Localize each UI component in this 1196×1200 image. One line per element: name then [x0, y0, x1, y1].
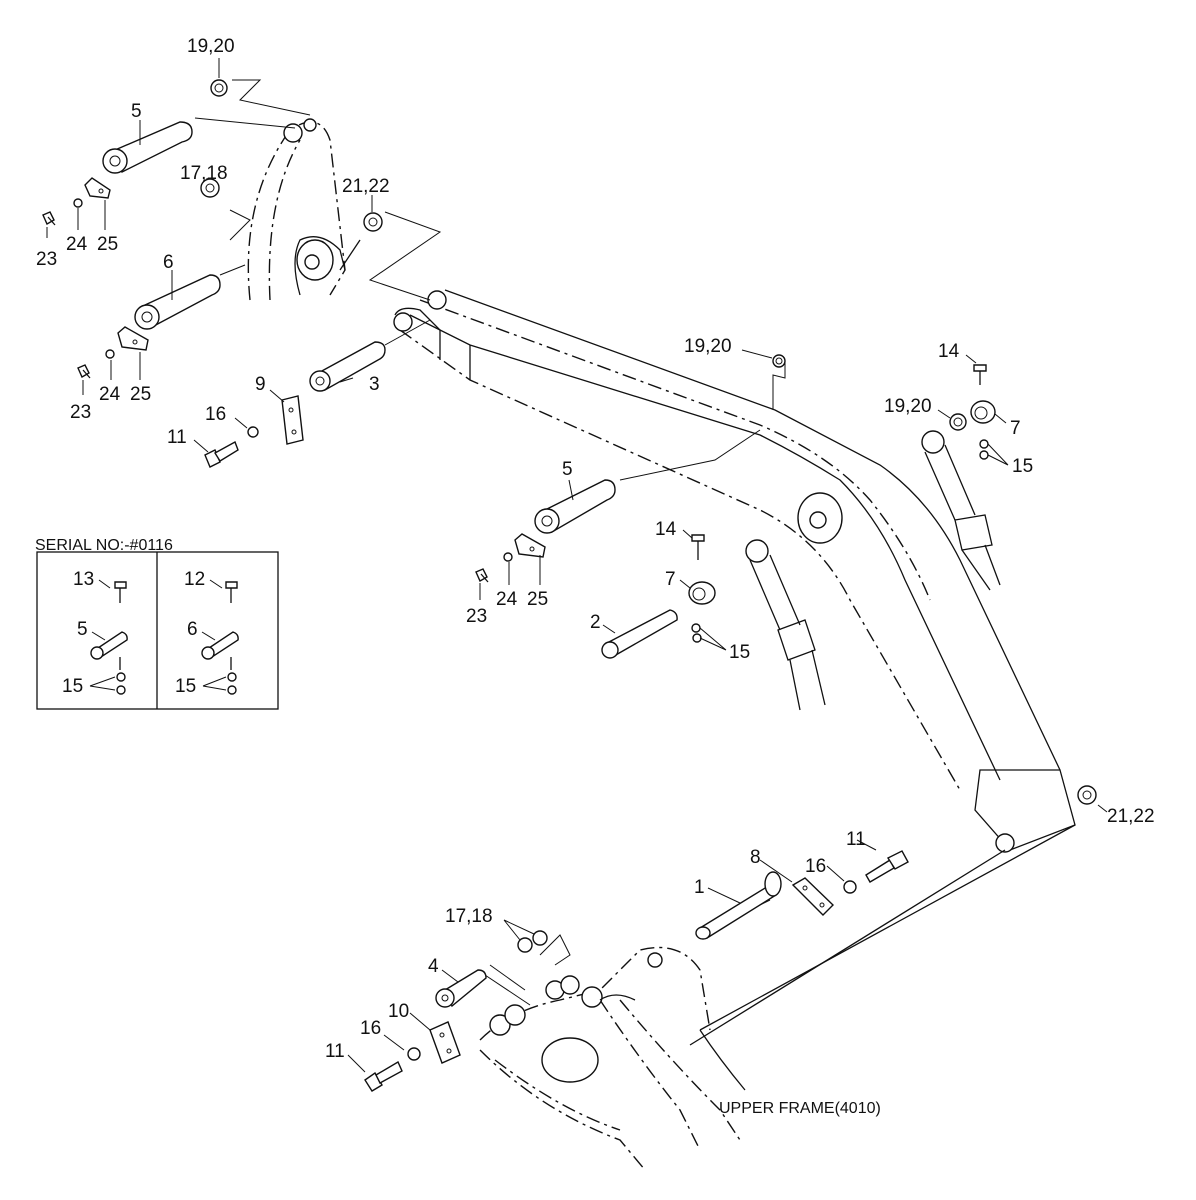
label-15-right: 15: [1012, 456, 1033, 477]
bolt-11-a: [204, 440, 239, 468]
plate-8: [791, 877, 834, 916]
bolt-14-mid: [691, 534, 705, 560]
stopper-25-mid: [117, 326, 149, 351]
label-6-top: 6: [163, 252, 174, 273]
bolt-23-top: [42, 211, 56, 226]
washer-21-22-right: [1077, 785, 1097, 805]
arm-bracket: [247, 118, 361, 301]
label-7-right: 7: [1010, 418, 1021, 439]
washer-19-20-top: [210, 79, 228, 97]
label-19-20-right: 19,20: [884, 396, 932, 417]
plate-10: [429, 1021, 461, 1064]
bolt-11-b: [865, 850, 909, 883]
label-5-mid: 5: [562, 459, 573, 480]
pin-5-mid: [534, 479, 616, 534]
alignment-lines: [194, 79, 786, 1006]
washer-24-top: [73, 198, 83, 208]
label-17-18-bottom: 17,18: [445, 906, 493, 927]
bushing-7-mid: [688, 581, 716, 605]
washer-19-20-right: [949, 413, 967, 431]
washer-16-a: [247, 426, 259, 438]
pin-5-top: [102, 121, 193, 174]
label-24-a: 24: [66, 234, 88, 255]
label-16-b: 16: [805, 856, 826, 877]
label-16-c: 16: [360, 1018, 381, 1039]
bolt-14-right: [973, 364, 987, 385]
boom-nose-pin-hole: [427, 290, 447, 310]
stopper-25-top: [84, 177, 111, 199]
label-1: 1: [694, 877, 705, 898]
bolt-23-mid: [77, 364, 91, 379]
boom-cylinder-left: [745, 492, 843, 711]
pin-4: [435, 969, 487, 1008]
nuts-15-right: [979, 439, 989, 460]
bolt-11-c: [364, 1060, 403, 1092]
label-7-mid: 7: [665, 569, 676, 590]
label-11-c: 11: [325, 1041, 345, 1062]
pin-2: [601, 609, 678, 659]
boom-outline: [393, 289, 1076, 1046]
label-17-18-top: 17,18: [180, 163, 228, 184]
callout-labels: 19,20 5 17,18 21,22 23 24 25 6 23 24 25 …: [36, 36, 1155, 1117]
inset-label-5: 5: [77, 619, 88, 640]
label-2: 2: [590, 612, 601, 633]
label-25-c: 25: [527, 589, 548, 610]
boom-foot-pin-hole: [995, 833, 1015, 853]
label-10: 10: [388, 1001, 409, 1022]
bushing-7-right: [970, 400, 996, 424]
label-23-b: 23: [70, 402, 91, 423]
washer-16-c: [407, 1047, 421, 1061]
label-19-20-mid: 19,20: [684, 336, 732, 357]
inset-label-12: 12: [184, 569, 205, 590]
label-23-a: 23: [36, 249, 57, 270]
inset-label-13: 13: [73, 569, 94, 590]
label-upper-frame: UPPER FRAME(4010): [719, 1100, 881, 1117]
washer-24-c: [503, 552, 513, 562]
stopper-25-c: [514, 533, 546, 558]
inset-serial-label: SERIAL NO:-#0116: [35, 537, 173, 554]
label-25-b: 25: [130, 384, 151, 405]
label-9: 9: [255, 374, 266, 395]
plate-9: [281, 395, 304, 445]
label-8: 8: [750, 847, 761, 868]
label-19-20-top: 19,20: [187, 36, 235, 57]
label-14-right: 14: [938, 341, 960, 362]
inset-right: 12 6 15: [175, 569, 239, 697]
label-24-b: 24: [99, 384, 121, 405]
nuts-15-mid: [691, 623, 702, 643]
inset-label-15-left: 15: [62, 676, 83, 697]
label-21-22-top: 21,22: [342, 176, 390, 197]
pin-1: [695, 871, 782, 940]
bolt-23-c: [475, 568, 489, 583]
washer-16-b: [843, 880, 857, 894]
label-21-22-right: 21,22: [1107, 806, 1155, 827]
label-3: 3: [369, 374, 380, 395]
washer-24-mid: [105, 349, 115, 359]
pin-3: [309, 341, 386, 392]
label-4: 4: [428, 956, 439, 977]
washer-21-22-top: [363, 212, 383, 232]
label-24-c: 24: [496, 589, 518, 610]
label-23-c: 23: [466, 606, 487, 627]
label-15-mid: 15: [729, 642, 750, 663]
washer-17-18-top: [200, 178, 220, 198]
washer-19-20-mid: [772, 354, 786, 368]
inset-label-6: 6: [187, 619, 198, 640]
upper-frame-bracket: [479, 946, 746, 1171]
label-11-b: 11: [846, 829, 866, 850]
washers-17-18-bottom: [517, 930, 548, 953]
label-25-a: 25: [97, 234, 118, 255]
inset-label-15-right: 15: [175, 676, 196, 697]
label-5-top: 5: [131, 101, 142, 122]
label-11-a: 11: [167, 427, 187, 448]
inset-left: 13 5 15: [62, 569, 128, 697]
serial-inset: SERIAL NO:-#0116 13 5 15 12 6: [35, 537, 279, 710]
label-16-a: 16: [205, 404, 226, 425]
pin-6: [134, 274, 221, 330]
label-14-mid: 14: [655, 519, 677, 540]
leader-lines: [46, 58, 1108, 1073]
boom-cylinder-right: [921, 430, 1001, 591]
boom-nose-pin-hole-2: [393, 312, 413, 332]
